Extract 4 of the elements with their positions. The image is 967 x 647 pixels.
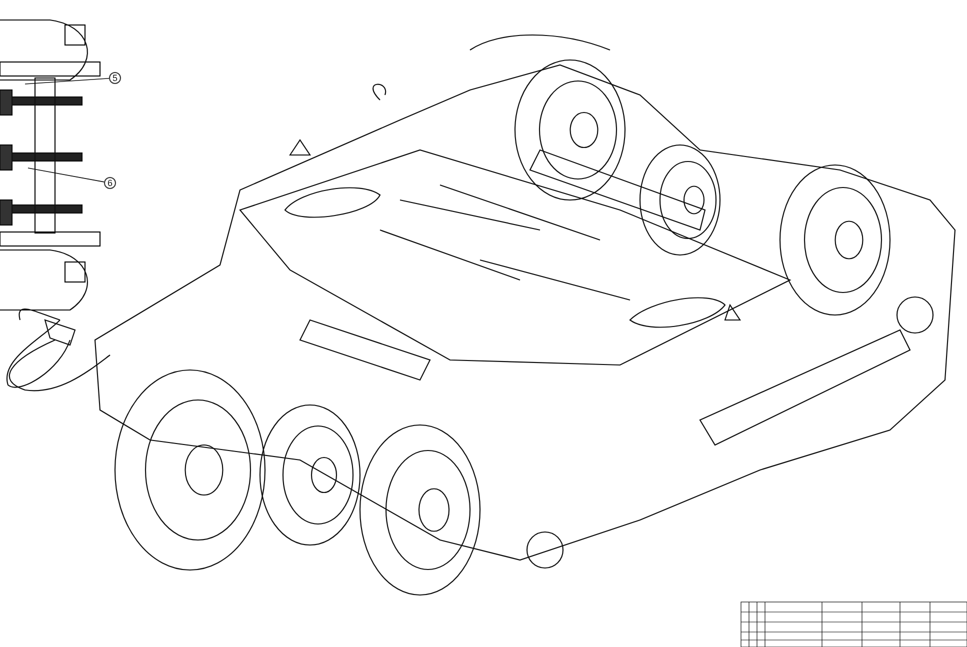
callout-number: 6 bbox=[104, 177, 116, 189]
leader-line bbox=[24, 78, 110, 84]
callout-number: 5 bbox=[109, 72, 121, 84]
leader-line bbox=[28, 168, 104, 182]
